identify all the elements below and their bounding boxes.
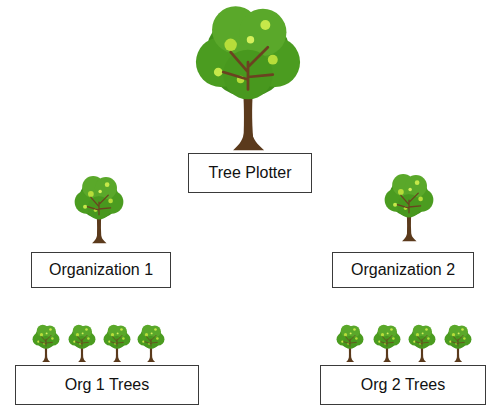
box-label: Org 2 Trees	[361, 375, 445, 394]
box-label: Organization 2	[351, 260, 455, 279]
label-box: Tree Plotter	[188, 153, 312, 193]
label-box: Organization 2	[332, 252, 474, 288]
label-box: Org 1 Trees	[15, 365, 199, 405]
box-label: Organization 1	[49, 260, 153, 279]
label-box: Organization 1	[31, 252, 171, 288]
box-label: Tree Plotter	[209, 163, 292, 182]
label-box: Org 2 Trees	[320, 365, 486, 405]
box-label: Org 1 Trees	[65, 375, 149, 394]
